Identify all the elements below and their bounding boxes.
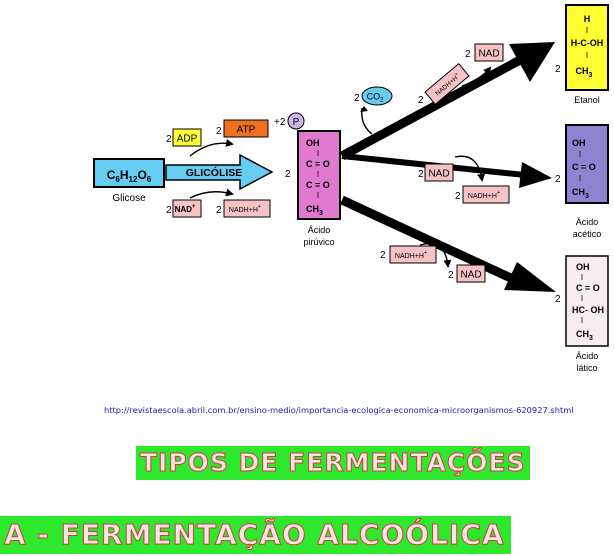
nad-nadh-group: 2 NAD+ 2 NADH+H+ (166, 188, 271, 218)
etanol-line-0: H (584, 14, 591, 24)
etanol-nadh-coef: 2 (418, 95, 424, 106)
piruvato-line-1: I (317, 149, 319, 158)
acetico-line-2: C = O (572, 162, 596, 172)
latico-line-0: OH (576, 262, 590, 272)
etanol-arrowhead (509, 42, 555, 82)
latico-line-1: I (581, 273, 583, 282)
etanol-line-1: I (586, 26, 588, 35)
acetico-nad-coef: 2 (418, 169, 424, 180)
latico-nadh-label: NADH+H+ (395, 250, 427, 260)
piruvato-node: 2 OH I C = O I C = O I CH3 Ácido pirúvic… (285, 130, 341, 247)
glicolise-label: GLICÓLISE (186, 166, 243, 179)
etanol-branch-line (339, 56, 523, 160)
etanol-label: Etanol (574, 95, 600, 105)
fermentation-diagram: C6H12O6 Glicose GLICÓLISE 2 ADP 2 ATP +2… (93, 4, 609, 373)
nad-in-label: NAD+ (175, 204, 196, 214)
adp-coef: 2 (166, 134, 172, 145)
co2-group: 2 CO2 (354, 86, 393, 135)
adp-atp-group: 2 ADP 2 ATP +2 P (166, 112, 305, 157)
nad-to-nadh-arrow (189, 188, 234, 199)
latico-label-2: lático (576, 363, 597, 373)
nad-in-coef: 2 (166, 205, 172, 216)
acetico-nadh-coef: 2 (455, 191, 461, 202)
banner-subtitle: A - FERMENTAÇÃO ALCOÓLICA (0, 516, 511, 554)
etanol-nad-label: NAD (478, 49, 499, 60)
latico-branch-line (340, 195, 517, 285)
glicose-formula: C6H12O6 (107, 168, 152, 184)
latico-nad-coef: 2 (448, 270, 454, 281)
phosphate-label: P (293, 117, 300, 128)
acetico-line-4: CH3 (572, 187, 589, 200)
acetico-nadh-label: NADH+H+ (468, 190, 500, 200)
phosphate-prefix: +2 (274, 117, 286, 128)
piruvato-line-3: I (317, 170, 319, 179)
banner-title: TIPOS DE FERMENTAÇÕES (136, 446, 530, 480)
latico-nadh-coef: 2 (380, 250, 386, 261)
piruvato-label-2: pirúvico (303, 237, 334, 247)
piruvato-line-5: I (317, 191, 319, 200)
etanol-line-4: CH3 (576, 66, 593, 79)
etanol-node: 2 H I H-C-OH I CH3 Etanol (555, 4, 609, 105)
piruvato-label-1: Ácido (308, 225, 331, 235)
acetico-nad-label: NAD (428, 169, 449, 180)
latico-nad-label: NAD (460, 270, 481, 281)
acetico-coef: 2 (555, 174, 561, 185)
piruvato-line-4: C = O (306, 180, 330, 190)
latico-arrowhead (504, 262, 556, 292)
piruvato-line-0: OH (306, 138, 320, 148)
source-url[interactable]: http://revistaescola.abril.com.br/ensino… (104, 405, 574, 415)
acetico-arrowhead (519, 162, 552, 188)
glicose-label: Glicose (112, 193, 146, 204)
co2-coef: 2 (354, 93, 360, 104)
latico-line-6: CH3 (576, 329, 593, 342)
atp-coef: 2 (216, 126, 222, 137)
acetico-label-2: acético (573, 229, 602, 239)
latico-line-2: C = O (576, 283, 600, 293)
latico-cofactors: 2 NADH+H+ 2 NAD (380, 242, 486, 283)
piruvato-line-6: CH3 (306, 204, 323, 217)
etanol-cofactors: 2 NADH+H+ 2 NAD (418, 43, 504, 106)
atp-label: ATP (237, 125, 256, 136)
glicose-node: C6H12O6 Glicose (93, 158, 165, 204)
acetico-line-1: I (579, 150, 581, 159)
piruvato-line-2: C = O (306, 159, 330, 169)
latico-line-3: I (581, 294, 583, 303)
latico-line-4: HC- OH (572, 305, 604, 315)
etanol-line-2: H-C-OH (571, 38, 604, 48)
acetico-node: 2 OH I C = O I CH3 Ácido acético (555, 124, 609, 239)
nadh-out-coef: 2 (216, 205, 222, 216)
adp-label: ADP (177, 134, 198, 145)
acetico-label-1: Ácido (576, 217, 599, 227)
nadh-out-label: NADH+H+ (229, 204, 261, 214)
acetico-cofactors: 2 NAD 2 NADH+H+ (418, 155, 510, 204)
glicolise-arrow: GLICÓLISE (165, 153, 274, 191)
latico-line-5: I (581, 316, 583, 325)
acetico-line-3: I (579, 174, 581, 183)
etanol-coef: 2 (555, 64, 561, 75)
etanol-nad-coef: 2 (465, 49, 471, 60)
latico-label-1: Ácido (576, 351, 599, 361)
etanol-line-3: I (586, 51, 588, 60)
adp-to-atp-arrow (189, 138, 234, 157)
piruvato-coef: 2 (285, 169, 291, 180)
latico-node: 2 OH I C = O I HC- OH I CH3 Ácido lático (555, 255, 609, 373)
latico-coef: 2 (555, 294, 561, 305)
acetico-line-0: OH (572, 138, 586, 148)
co2-label: CO2 (367, 92, 385, 104)
co2-arrow (361, 107, 373, 135)
